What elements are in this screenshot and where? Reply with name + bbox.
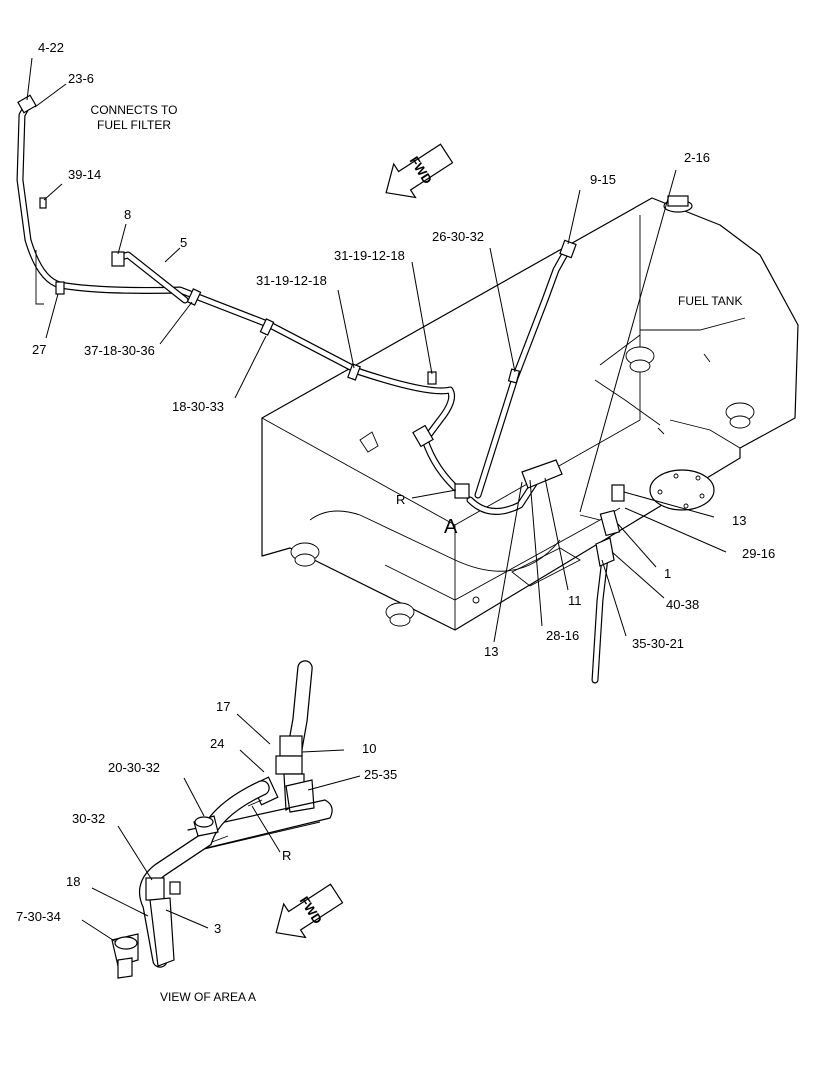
- callout-9-15: 9-15: [590, 172, 616, 187]
- callout-13-bottom: 13: [484, 644, 498, 659]
- callout-25-35: 25-35: [364, 767, 397, 782]
- callout-30-32: 30-32: [72, 811, 105, 826]
- callout-29-16: 29-16: [742, 546, 775, 561]
- callout-3: 3: [214, 921, 221, 936]
- callout-40-38: 40-38: [666, 597, 699, 612]
- callout-23-6: 23-6: [68, 71, 94, 86]
- area-a-detail: [111, 660, 333, 979]
- callout-35-30-21: 35-30-21: [632, 636, 684, 651]
- callout-39-14: 39-14: [68, 167, 101, 182]
- notes: CONNECTS TO FUEL FILTER FUEL TANK A VIEW…: [91, 103, 743, 1004]
- callout-labels: 4-22 23-6 39-14 8 5 27 37-18-30-36 18-30…: [16, 40, 775, 936]
- callout-7-30-34: 7-30-34: [16, 909, 61, 924]
- callout-26-30-32: 26-30-32: [432, 229, 484, 244]
- callout-4-22: 4-22: [38, 40, 64, 55]
- callout-13-right: 13: [732, 513, 746, 528]
- callout-11: 11: [568, 593, 582, 608]
- fuel-tank: [261, 195, 799, 631]
- callout-20-30-32: 20-30-32: [108, 760, 160, 775]
- callout-31-19-12-18-lower: 31-19-12-18: [256, 273, 327, 288]
- fwd-arrow-bottom: FWD: [275, 883, 344, 939]
- callout-2-16: 2-16: [684, 150, 710, 165]
- callout-17: 17: [216, 699, 230, 714]
- callout-r-bottom: R: [282, 848, 291, 863]
- callout-27: 27: [32, 342, 46, 357]
- callout-5: 5: [180, 235, 187, 250]
- callout-r-top: R: [396, 492, 405, 507]
- area-a-marker: A: [444, 516, 458, 538]
- callout-18: 18: [66, 874, 80, 889]
- callout-1: 1: [664, 566, 671, 581]
- view-of-area-a-caption: VIEW OF AREA A: [160, 990, 256, 1004]
- callout-28-16: 28-16: [546, 628, 579, 643]
- callout-10: 10: [362, 741, 376, 756]
- note-fuel-tank: FUEL TANK: [678, 294, 742, 308]
- callout-8: 8: [124, 207, 131, 222]
- fuel-line-hoses: [16, 94, 625, 684]
- leader-lines: [26, 57, 727, 943]
- callout-18-30-33: 18-30-33: [172, 399, 224, 414]
- note-fuel-filter: FUEL FILTER: [97, 118, 171, 132]
- fwd-arrow-top: FWD: [385, 143, 454, 199]
- callout-24: 24: [210, 736, 224, 751]
- callout-37-18-30-36: 37-18-30-36: [84, 343, 155, 358]
- callout-31-19-12-18-upper: 31-19-12-18: [334, 248, 405, 263]
- note-connects-to: CONNECTS TO: [91, 103, 178, 117]
